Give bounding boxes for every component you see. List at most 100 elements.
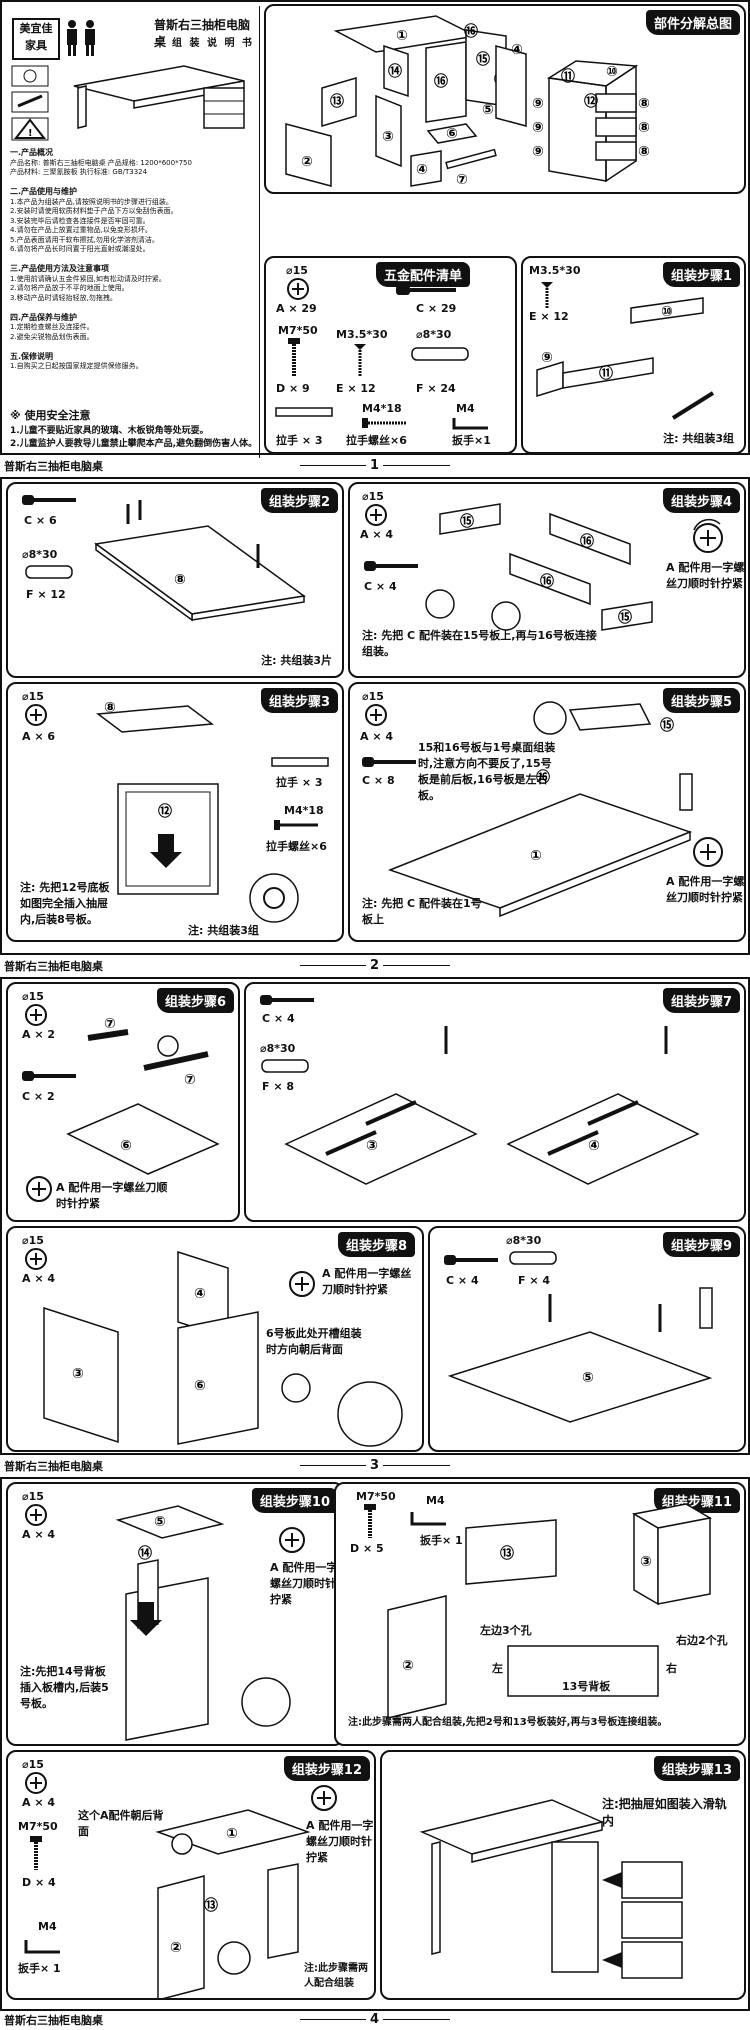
step-11-note: 注:此步骤需两人配合组装,先把2号和13号板装好,再与3号板连接组装。 [348, 1717, 668, 1728]
svg-text:⑧: ⑧ [638, 96, 650, 112]
hw-handle-count: 拉手 × 3 [276, 434, 323, 447]
svg-text:⑨: ⑨ [541, 350, 553, 366]
step-13-title: 组装步骤13 [653, 1756, 740, 1781]
step-4-a-count: A × 4 [360, 528, 394, 541]
svg-text:⑨: ⑨ [532, 96, 544, 112]
step-13-panel: 组装步骤13 注:把抽屉如图装入滑轨内 [380, 1750, 746, 2000]
step-11-panel: 组装步骤11 M7*50 D × 5 M4 扳手× 1 ⑬ ② ③ 左边3个孔 … [334, 1482, 746, 1746]
hw-a-spec: ⌀15 [286, 264, 308, 277]
step-10-tip: A 配件用一字螺丝刀顺时针拧紧 [270, 1561, 338, 1606]
cam-bolt-icon [22, 495, 76, 505]
allen-key-icon [410, 1512, 446, 1526]
svg-text:②: ② [402, 1658, 414, 1674]
hw-handle-screw-count: 拉手螺丝×6 [346, 434, 407, 447]
brand-logo: 美宜佳家具 [12, 18, 60, 60]
step-6-tip: A 配件用一字螺丝刀顺时针拧紧 [56, 1181, 168, 1210]
step-5-drawing: ① ⑯ ⑮ [387, 701, 693, 918]
svg-text:④: ④ [194, 1286, 206, 1302]
wood-dowel-icon [509, 1251, 557, 1265]
step-10-note: 注:先把14号背板插入板槽内,后装5号板。 [20, 1665, 109, 1710]
step-8-title: 组装步骤8 [338, 1232, 416, 1257]
step-8-callout: 6号板此处开槽组装时方向朝后背面 [266, 1327, 362, 1356]
step-3-note: 注: 先把12号底板如图完全插入抽屉内,后装8号板。 [20, 881, 110, 926]
confirmat-screw-icon [364, 1504, 376, 1538]
svg-text:⑤: ⑤ [582, 1370, 594, 1386]
svg-text:⑫: ⑫ [584, 93, 598, 110]
step-11-wrench-count: 扳手× 1 [420, 1534, 463, 1547]
screwdriver-clockwise-icon [311, 1785, 337, 1811]
svg-text:⑨: ⑨ [532, 144, 544, 160]
svg-text:⑮: ⑮ [660, 717, 674, 734]
step-9-c-count: C × 4 [446, 1274, 479, 1287]
cam-bolt-icon [362, 757, 416, 767]
screwdriver-clockwise-icon [693, 837, 723, 867]
svg-text:②: ② [301, 154, 313, 170]
step-8-panel: 组装步骤8 ⌀15 A × 4 ③ ④ ⑥ A 配件用一字螺丝刀顺时针拧紧 6号… [6, 1226, 424, 1452]
svg-text:⑭: ⑭ [388, 63, 402, 80]
svg-text:④: ④ [511, 42, 523, 58]
screwdriver-clockwise-icon [289, 1271, 315, 1297]
svg-text:⑩: ⑩ [661, 304, 673, 320]
step-11-wrench-spec: M4 [426, 1494, 445, 1507]
svg-text:⑭: ⑭ [138, 1545, 152, 1562]
svg-text:⑬: ⑬ [204, 1897, 218, 1914]
step-6-drawing: ⑥ ⑦ ⑦ [66, 1016, 220, 1175]
cam-bolt-icon [444, 1255, 498, 1265]
handle-screw-icon [362, 418, 406, 428]
tools-icon: ! [11, 65, 49, 141]
svg-text:⑯: ⑯ [580, 533, 594, 550]
svg-text:①: ① [530, 848, 542, 864]
hw-a-count: A × 29 [276, 302, 317, 315]
svg-text:⑯: ⑯ [464, 23, 478, 40]
step-3-screw-count: 拉手螺丝×6 [266, 840, 327, 853]
step-10-a-count: A × 4 [22, 1528, 56, 1541]
wood-dowel-icon [25, 565, 73, 579]
parts-overview-panel: 部件分解总图 ① ② ⑬ ③ ⑭ ⑯ ⑥ ④ ⑯ ⑮ ⑮ ⑤ ④ ⑦ ⑪ ⑩ ⑫ [264, 4, 746, 194]
step-4-title: 组装步骤4 [662, 488, 740, 513]
svg-text:⑪: ⑪ [561, 68, 575, 85]
step-6-c-count: C × 2 [22, 1090, 55, 1103]
svg-text:⑧: ⑧ [638, 144, 650, 160]
hw-c-count: C × 29 [416, 302, 457, 315]
step-12-a-count: A × 4 [22, 1796, 56, 1809]
svg-text:⑮: ⑮ [476, 51, 490, 68]
step-2-note: 注: 共组装3片 [261, 653, 332, 667]
allen-key-icon [24, 1940, 60, 1954]
step-12-title: 组装步骤12 [283, 1756, 370, 1781]
svg-text:③: ③ [640, 1554, 652, 1570]
step-11-side-right: 右 [666, 1662, 677, 1675]
step-2-title: 组装步骤2 [260, 488, 338, 513]
screwdriver-clockwise-icon [279, 1527, 305, 1553]
hardware-list-title: 五金配件清单 [376, 262, 471, 287]
step-12-callout: 这个A配件朝后背面 [78, 1809, 164, 1838]
svg-text:⑦: ⑦ [456, 172, 468, 188]
step-5-note: 注: 先把 C 配件装在1号板上 [362, 897, 482, 926]
step-12-d-spec: M7*50 [18, 1820, 58, 1833]
svg-text:⑤: ⑤ [154, 1514, 166, 1530]
page-2 [0, 477, 750, 955]
svg-text:⑥: ⑥ [120, 1138, 132, 1154]
cam-lock-icon [25, 1504, 47, 1526]
step-2-c-count: C × 6 [24, 514, 57, 527]
step-1-drawing: ⑩ ⑨ ⑪ [536, 297, 715, 420]
step-9-panel: 组装步骤9 ⌀8*30 C × 4 F × 4 ⑤ [428, 1226, 746, 1452]
step-3-screw-spec: M4*18 [284, 804, 324, 817]
svg-text:⑦: ⑦ [104, 1016, 116, 1032]
step-8-tip: A 配件用一字螺丝刀顺时针拧紧 [322, 1267, 412, 1296]
exploded-view-drawing: ① ② ⑬ ③ ⑭ ⑯ ⑥ ④ ⑯ ⑮ ⑮ ⑤ ④ ⑦ ⑪ ⑩ ⑫ ⑨⑨⑨ ⑧⑧… [285, 15, 650, 188]
step-13-note: 注:把抽屉如图装入滑轨内 [602, 1797, 727, 1829]
svg-text:①: ① [396, 28, 408, 44]
step-3-note2: 注: 共组装3组 [188, 924, 259, 937]
step-3-handle-count: 拉手 × 3 [276, 776, 323, 789]
confirmat-screw-icon [30, 1836, 42, 1870]
hw-wrench-count: 扳手×1 [452, 434, 491, 447]
step-8-a-count: A × 4 [22, 1272, 56, 1285]
step-4-note: 注: 先把 C 配件装在15号板上,再与16号板连接组装。 [362, 629, 597, 658]
cam-bolt-icon [260, 995, 314, 1005]
svg-text:⑬: ⑬ [500, 1545, 514, 1562]
step-7-c-count: C × 4 [262, 1012, 295, 1025]
step-8-a-spec: ⌀15 [22, 1234, 44, 1247]
desk-preview-drawing [73, 65, 245, 129]
cam-lock-icon [25, 1772, 47, 1794]
